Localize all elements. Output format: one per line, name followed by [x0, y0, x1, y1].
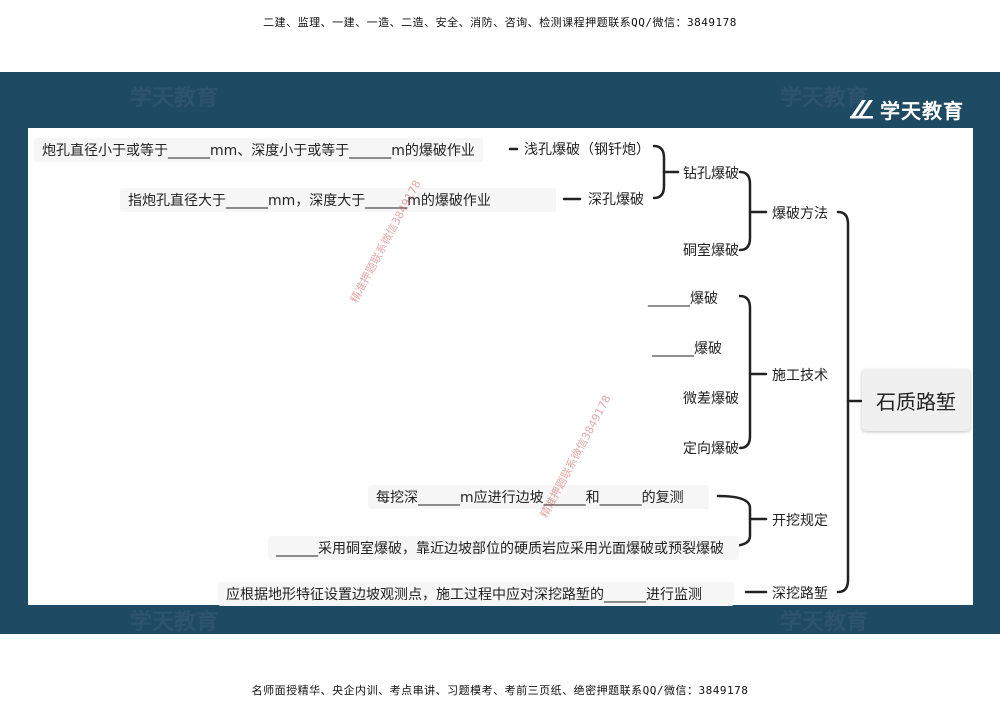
brand-logo: 学天教育: [848, 95, 964, 123]
node-tech-item-3: 微差爆破: [683, 391, 739, 407]
node-construction-tech: 施工技术: [772, 368, 828, 384]
mindmap-canvas: 炮孔直径小于或等于______mm、深度小于或等于______m的爆破作业 浅孔…: [28, 128, 973, 606]
bracket-rules: [716, 494, 752, 548]
node-shallow-blasting: 浅孔爆破（钢钎炮）: [524, 142, 650, 158]
header-banner: 二建、监理、一建、一造、二造、安全、消防、咨询、检测课程押题联系QQ/微信：38…: [263, 16, 737, 29]
bracket-methods: [738, 170, 752, 252]
rule-item-1: 每挖深______m应进行边坡______和______的复测: [368, 485, 709, 509]
node-blasting-methods: 爆破方法: [772, 206, 828, 222]
node-deep-blasting: 深孔爆破: [588, 192, 644, 208]
bracket-root: [836, 210, 850, 594]
deep-cut-desc: 应根据地形特征设置边坡观测点，施工过程中应对深挖路堑的______进行监测: [218, 582, 734, 606]
background-logo-ghost: 学天教育: [780, 610, 869, 635]
node-tech-item-4: 定向爆破: [683, 441, 739, 457]
deep-blasting-desc: 指炮孔直径大于______mm，深度大于______m的爆破作业: [120, 188, 556, 212]
node-tech-item-1: ______爆破: [648, 291, 718, 307]
node-root: 石质路堑: [862, 369, 970, 431]
background-logo-ghost: 学天教育: [130, 86, 219, 111]
logo-mark-icon: [850, 100, 873, 119]
logo-text: 学天教育: [880, 98, 964, 123]
bracket-drill: [652, 144, 666, 200]
node-drill-blasting: 钻孔爆破: [683, 166, 739, 182]
node-deep-cut: 深挖路堑: [772, 586, 828, 602]
footer-banner: 名师面授精华、央企内训、考点串讲、习题模考、考前三页纸、绝密押题联系QQ/微信：…: [251, 684, 749, 697]
node-tech-item-2: ______爆破: [652, 341, 722, 357]
node-chamber-blasting: 硐室爆破: [683, 243, 739, 259]
bracket-tech: [738, 294, 752, 450]
rule-item-2: ______采用硐室爆破，靠近边坡部位的硬质岩应采用光面爆破或预裂爆破: [268, 536, 739, 560]
node-excavation-rules: 开挖规定: [772, 513, 828, 529]
background-logo-ghost: 学天教育: [130, 610, 219, 635]
mindmap-connectors: [508, 144, 863, 594]
shallow-blasting-desc: 炮孔直径小于或等于______mm、深度小于或等于______m的爆破作业: [34, 138, 483, 162]
background-logo-ghost: 学天教育: [780, 86, 869, 111]
